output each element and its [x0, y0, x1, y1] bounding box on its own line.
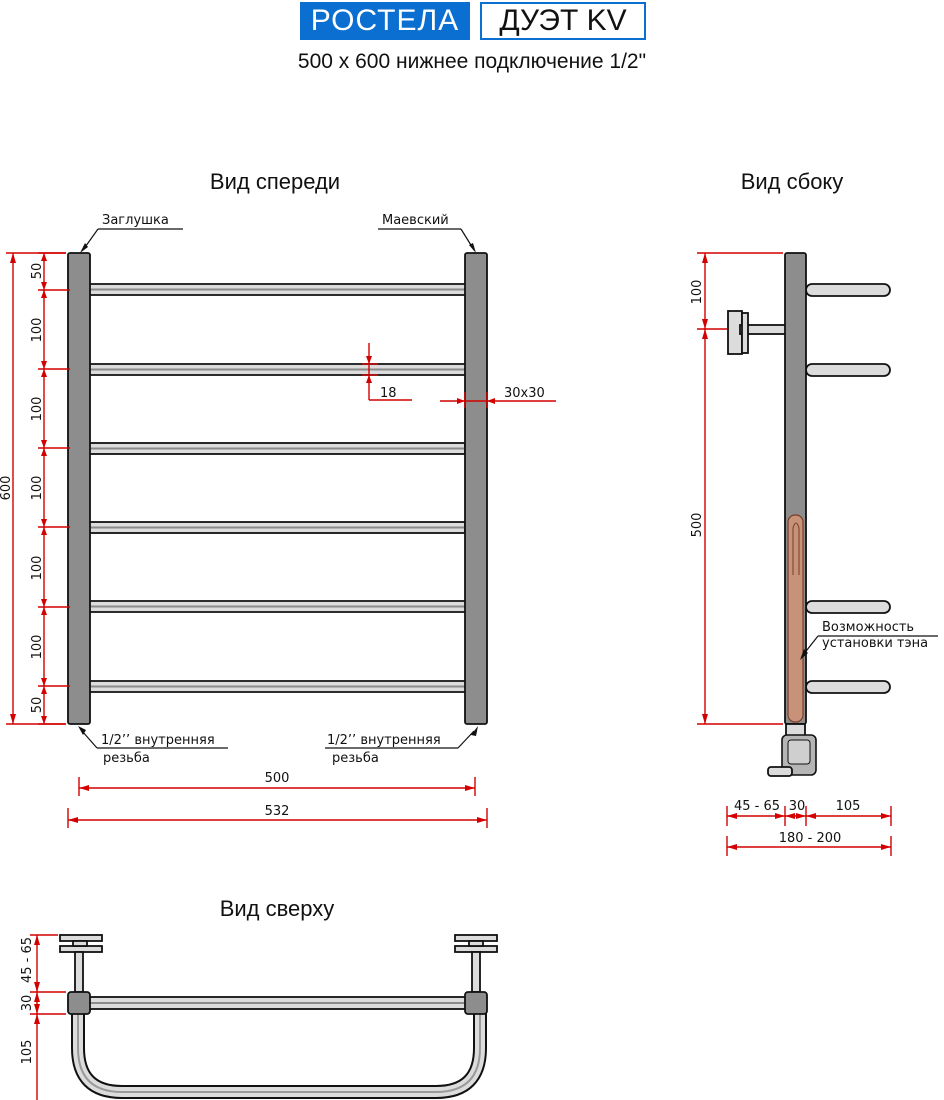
- thread-right-line1: 1/2’’ внутренняя: [327, 733, 441, 748]
- front-riser-right: [464, 252, 488, 725]
- top-wall-plate-left: [59, 934, 103, 993]
- dim-width-total: 532: [67, 804, 488, 828]
- width-total-label: 532: [265, 804, 290, 819]
- top-riser-right: [464, 991, 488, 1015]
- front-riser-left: [67, 252, 91, 725]
- side-wall-bracket: [727, 310, 787, 355]
- spacing-label-4: 100: [30, 476, 45, 501]
- heater-note-line1: Возможность: [822, 620, 914, 635]
- callout-thread-right: 1/2’’ внутренняя резьба: [325, 726, 478, 766]
- brand-logo: РОСТЕЛА: [300, 2, 470, 40]
- dim-rail-diameter: 18: [362, 343, 412, 401]
- side-rail-4: [805, 680, 891, 694]
- dim-side-top-offset: 100: [690, 252, 783, 330]
- side-rail-2: [805, 363, 891, 377]
- side-view: Вид сбоку Возм: [690, 169, 938, 856]
- front-view: Вид спереди Заглушка: [0, 169, 556, 828]
- dim-total-height-label: 600: [0, 476, 14, 501]
- dim-side-total-depth: 180 - 200: [726, 831, 892, 856]
- spacing-label-5: 100: [30, 556, 45, 581]
- spacing-label-3: 100: [30, 397, 45, 422]
- side-view-title: Вид сбоку: [741, 169, 844, 194]
- heater-note-line2: установки тэна: [822, 636, 928, 651]
- callout-valve: Маевский: [378, 213, 476, 253]
- rail-diameter-label: 18: [380, 386, 397, 401]
- dim-width-axis: 500: [78, 771, 476, 796]
- callout-valve-label: Маевский: [382, 213, 449, 228]
- thread-left-line1: 1/2’’ внутренняя: [101, 733, 215, 748]
- dim-side-depth-chain: 45 - 65 30 105: [726, 799, 892, 826]
- top-u-rail: [71, 1012, 487, 1099]
- top-view-title: Вид сверху: [220, 896, 335, 921]
- callout-plug-label: Заглушка: [102, 213, 169, 228]
- spacing-label-2: 100: [30, 318, 45, 343]
- top-view: Вид сверху 45: [20, 896, 498, 1100]
- side-bottom-connector: [767, 723, 817, 777]
- callout-plug: Заглушка: [80, 213, 183, 253]
- side-rail-depth-label: 105: [836, 799, 861, 814]
- front-view-title: Вид спереди: [210, 169, 340, 194]
- heater-element: [787, 514, 804, 723]
- side-mount-span-label: 500: [690, 513, 705, 538]
- thread-left-line2: резьба: [103, 751, 150, 766]
- top-riser-left: [67, 991, 91, 1015]
- drawing-subtitle: 500 x 600 нижнее подключение 1/2": [297, 50, 647, 73]
- dim-top-depth-chain: 45 - 65 30 105: [20, 934, 66, 1100]
- top-rail-depth-label: 105: [20, 1040, 35, 1065]
- model-name: ДУЭТ KV: [480, 2, 646, 40]
- dim-side-mount-span: 500: [690, 329, 783, 725]
- side-rail-3: [805, 600, 891, 614]
- thread-right-line2: резьба: [332, 751, 379, 766]
- top-wall-offset-label: 45 - 65: [20, 937, 35, 983]
- callout-thread-left: 1/2’’ внутренняя резьба: [78, 726, 228, 766]
- callout-heater: Возможность установки тэна: [800, 620, 938, 660]
- side-riser-depth-label: 30: [789, 799, 806, 814]
- side-rail-1: [805, 283, 891, 297]
- spacing-label-7: 50: [30, 697, 45, 714]
- width-axis-label: 500: [265, 771, 290, 786]
- spacing-label-6: 100: [30, 635, 45, 660]
- top-wall-plate-right: [454, 934, 498, 993]
- side-top-offset-label: 100: [690, 280, 705, 305]
- spacing-label-1: 50: [30, 263, 45, 280]
- front-rails: [72, 283, 482, 693]
- dim-spacing-chain: 50 100 100 100 100 100 50: [30, 252, 70, 725]
- riser-section-label: 30x30: [504, 386, 545, 401]
- top-riser-depth-label: 30: [20, 995, 35, 1012]
- dim-riser-section: 30x30: [440, 386, 556, 408]
- side-total-depth-label: 180 - 200: [779, 831, 842, 846]
- side-wall-offset-label: 45 - 65: [734, 799, 780, 814]
